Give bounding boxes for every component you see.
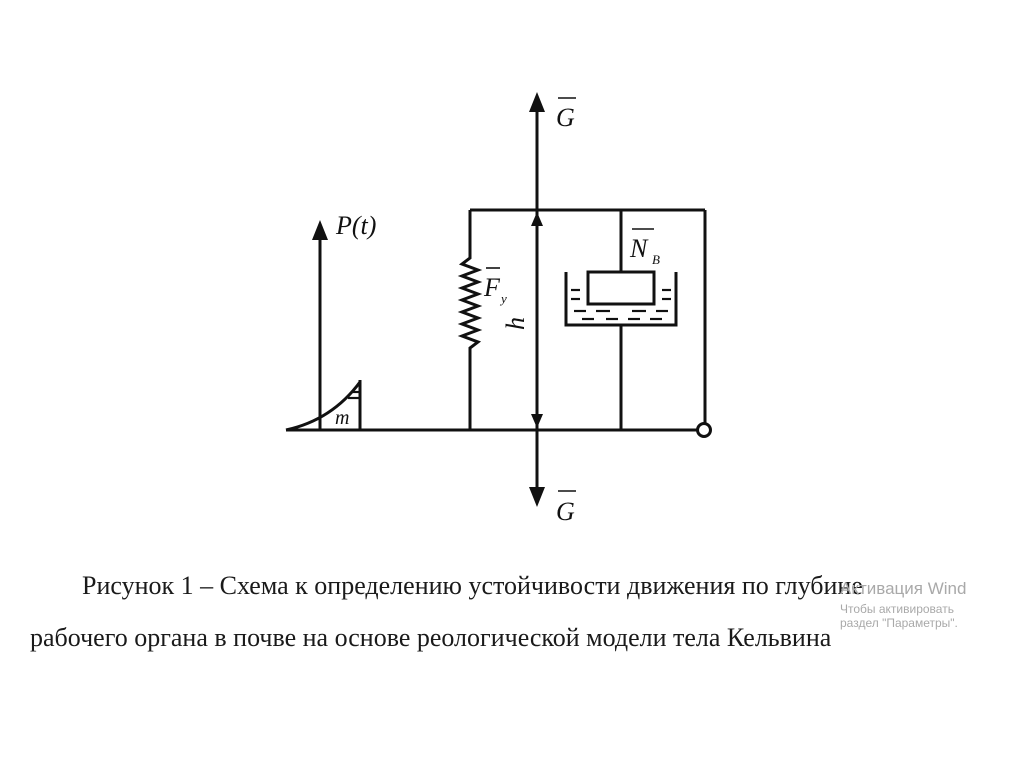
arrow-up-p — [312, 220, 328, 240]
label-n: N — [629, 234, 649, 263]
label-n-subscript: В — [652, 252, 660, 267]
watermark-subtitle: Чтобы активировать раздел "Параметры". — [840, 602, 958, 630]
label-f: F — [483, 273, 501, 302]
load-curve — [285, 381, 362, 432]
arrow-h-bottom — [531, 414, 543, 428]
label-g-top: G — [556, 103, 575, 132]
spring — [457, 210, 483, 430]
arrow-h-top — [531, 212, 543, 226]
arrow-down-g — [529, 487, 545, 507]
kelvin-model-diagram: G G P(t) F у h N В m — [285, 92, 712, 526]
terminal-node — [696, 422, 712, 438]
label-f-subscript: у — [499, 291, 507, 306]
watermark-title: Активация Wind — [840, 579, 967, 598]
figure-caption: Рисунок 1 – Схема к определению устойчив… — [30, 560, 994, 664]
dashpot-cylinder — [564, 272, 678, 327]
caption-line-2: рабочего органа в почве на основе реолог… — [30, 623, 832, 652]
caption-line-1: Рисунок 1 – Схема к определению устойчив… — [82, 571, 863, 600]
windows-activation-watermark: Активация Wind Чтобы активировать раздел… — [840, 578, 1024, 630]
label-p-t: P(t) — [335, 211, 376, 240]
arrow-up-g — [529, 92, 545, 112]
label-h: h — [501, 317, 530, 330]
dashpot-piston — [586, 270, 656, 306]
label-g-bottom: G — [556, 497, 575, 526]
label-m: m — [335, 407, 349, 429]
